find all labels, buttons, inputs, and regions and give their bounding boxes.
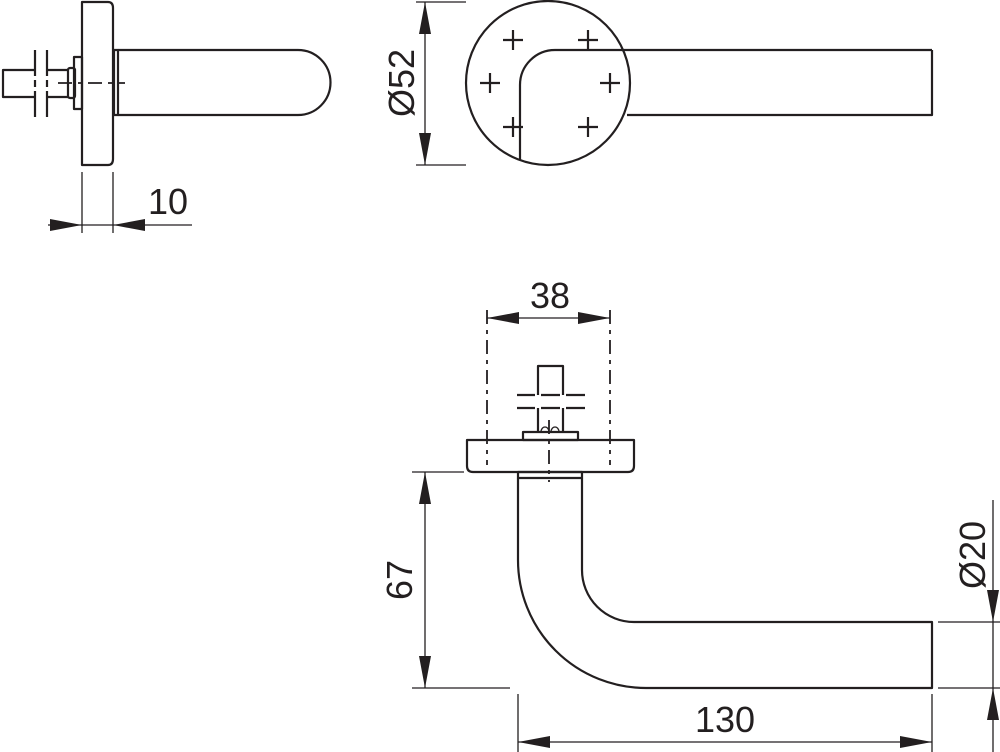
dim-spindle-width: 38 [530, 275, 570, 316]
dim-handle-projection: 67 [379, 560, 420, 600]
screw-marks [480, 30, 620, 137]
dim-rose-thickness: 10 [148, 181, 188, 222]
front-view: Ø52 [381, 0, 934, 167]
side-view: 10 [1, 0, 332, 233]
dim-handle-length: 130 [695, 699, 755, 740]
elevation-view: 38 67 Ø20 130 [379, 275, 1000, 752]
dim-rose-diameter: Ø52 [381, 49, 422, 117]
dim-handle-diameter: Ø20 [952, 521, 993, 589]
